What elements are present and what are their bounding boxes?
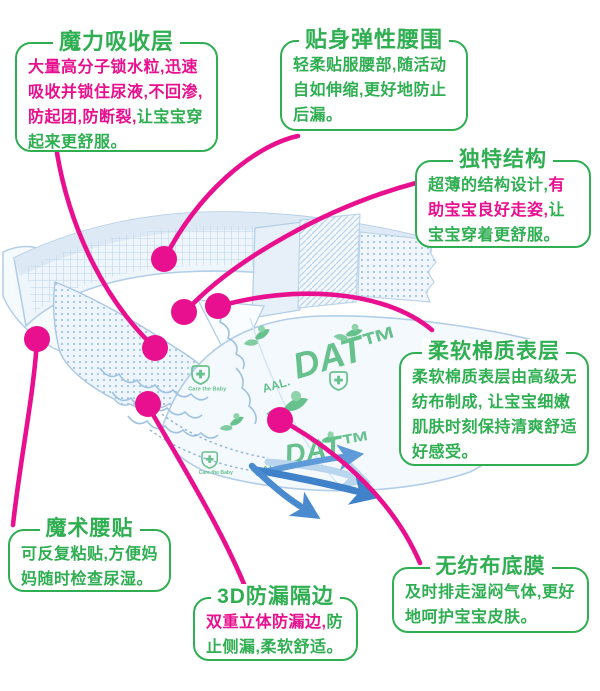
left-wing-dot-texture <box>53 282 217 408</box>
callout-body: 可反复粘贴,方便妈妈随时检查尿湿。 <box>21 546 158 588</box>
callout-dot-magic-waist-tape <box>24 326 50 352</box>
hatched-tape-texture <box>298 214 360 308</box>
callout-unique-structure: 独特结构 超薄的结构设计,有助宝宝良好走姿,让宝宝穿着更舒服。 <box>415 147 591 248</box>
connector-magic-absorb-layer <box>54 150 156 349</box>
callout-body: 大量高分子锁水粒,迅速吸收并锁住尿液,不回渗,防起团,防断裂,让宝宝穿起来更舒服… <box>28 59 203 151</box>
callout-title-text: 3D防漏隔边 <box>211 584 340 610</box>
connector-unique-structure <box>183 180 419 314</box>
callout-dot-magic-absorb-layer <box>142 335 168 361</box>
callout-title: 3D防漏隔边 <box>195 584 356 612</box>
callout-body: 及时排走湿闷气体,更好地呵护宝宝皮肤。 <box>405 584 575 626</box>
callout-title: 独特结构 <box>417 147 589 175</box>
callout-soft-cotton-surface: 柔软棉质表层 柔软棉质表层由高级无纺布制成, 让宝宝细嫩肌肤时刻保持清爽舒适好感… <box>399 339 589 466</box>
callout-dot-unique-structure <box>171 299 197 325</box>
connector-elastic-waistband <box>162 133 301 261</box>
connector-lines <box>10 133 435 597</box>
callout-elastic-waistband: 贴身弹性腰围 轻柔贴服腰部,随活动自如伸缩,更好地防止后漏。 <box>280 27 468 131</box>
connector-magic-waist-tape <box>10 338 40 528</box>
connector-dots <box>24 246 293 433</box>
callout-title: 柔软棉质表层 <box>401 339 587 367</box>
callout-title: 魔力吸收层 <box>17 29 216 58</box>
callout-body: 超薄的结构设计,有助宝宝良好走姿,让宝宝穿着更舒服。 <box>428 177 565 244</box>
connector-nonwoven-backsheet <box>278 417 423 566</box>
callout-dot-soft-cotton-surface <box>205 293 231 319</box>
callout-nonwoven-backsheet: 无纺布底膜 及时排走湿闷气体,更好地呵护宝宝皮肤。 <box>392 554 589 633</box>
callout-title-text: 无纺布底膜 <box>429 554 552 580</box>
callout-title-text: 柔软棉质表层 <box>422 339 566 365</box>
connector-soft-cotton-surface <box>217 291 435 333</box>
callout-title-text: 魔力吸收层 <box>52 29 180 55</box>
callout-magic-absorb-layer: 魔力吸收层 大量高分子锁水粒,迅速吸收并锁住尿液,不回渗,防起团,防断裂,让宝宝… <box>15 29 218 152</box>
shield-caption: Care the Baby <box>199 470 233 476</box>
callout-leakproof-3d-edge: 3D防漏隔边 双重立体防漏边,防止侧漏,柔软舒适。 <box>193 584 358 661</box>
callout-title: 无纺布底膜 <box>394 554 587 582</box>
connector-leakproof-3d-edge <box>145 403 251 597</box>
callout-title: 魔术腰贴 <box>10 516 169 544</box>
callout-dot-leakproof-3d-edge <box>135 391 161 417</box>
breath-arrow-bottom <box>248 462 321 520</box>
right-side-panel <box>251 221 303 319</box>
callout-body: 轻柔贴服腰部,随活动自如伸缩,更好地防止后漏。 <box>293 57 447 124</box>
callout-title-text: 独特结构 <box>453 147 553 173</box>
callout-title-text: 魔术腰贴 <box>39 516 140 542</box>
shield-print-1: Care the Baby <box>188 365 227 393</box>
callout-body: 柔软棉质表层由高级无纺布制成, 让宝宝细嫩肌肤时刻保持清爽舒适好感受。 <box>412 369 578 461</box>
callout-title: 贴身弹性腰围 <box>282 27 466 56</box>
callout-body: 双重立体防漏边,防止侧漏,柔软舒适。 <box>206 614 343 656</box>
callout-dot-nonwoven-backsheet <box>267 407 293 433</box>
dotted-tape-texture <box>358 232 436 302</box>
shield-print-3: Care the Baby <box>199 451 233 476</box>
breath-arrow-pale <box>264 458 372 488</box>
breath-arrow-middle <box>252 466 382 505</box>
callout-title-text: 贴身弹性腰围 <box>298 27 449 53</box>
stitch-lines <box>149 413 269 473</box>
callout-dot-elastic-waistband <box>151 246 177 272</box>
callout-magic-waist-tape: 魔术腰贴 可反复粘贴,方便妈妈随时检查尿湿。 <box>8 516 171 592</box>
shield-caption: Care the Baby <box>188 387 227 393</box>
